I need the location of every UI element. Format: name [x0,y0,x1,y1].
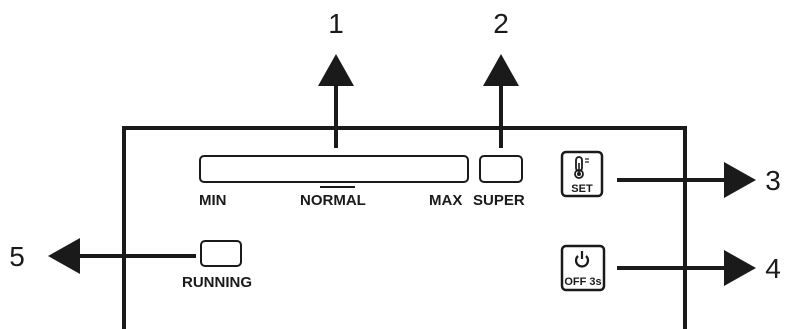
callout-number-3: 3 [765,165,781,196]
callout-arrow-3 [617,162,756,198]
callout-number-2: 2 [493,8,509,39]
callout-arrow-4 [617,250,756,286]
callout-arrow-5 [48,238,196,274]
set-button[interactable]: SET [560,150,604,198]
thermometer-icon [574,156,589,179]
set-button-label: SET [571,183,593,195]
power-icon [574,251,590,268]
off-button-label: OFF 3s [564,276,601,288]
running-indicator [200,240,242,267]
off-button[interactable]: OFF 3s [560,244,606,292]
panel-outline [122,126,687,329]
super-label: SUPER [473,192,525,209]
callout-number-4: 4 [765,253,781,284]
callout-arrow-1 [318,54,354,148]
scale-max-label: MAX [429,192,462,209]
temperature-bar [199,155,469,183]
callout-number-1: 1 [328,8,344,39]
super-indicator [479,155,523,183]
running-label: RUNNING [182,274,252,291]
callout-arrow-2 [483,54,519,148]
scale-min-label: MIN [199,192,227,209]
scale-normal-label: NORMAL [300,192,366,209]
callout-number-5: 5 [9,241,25,272]
